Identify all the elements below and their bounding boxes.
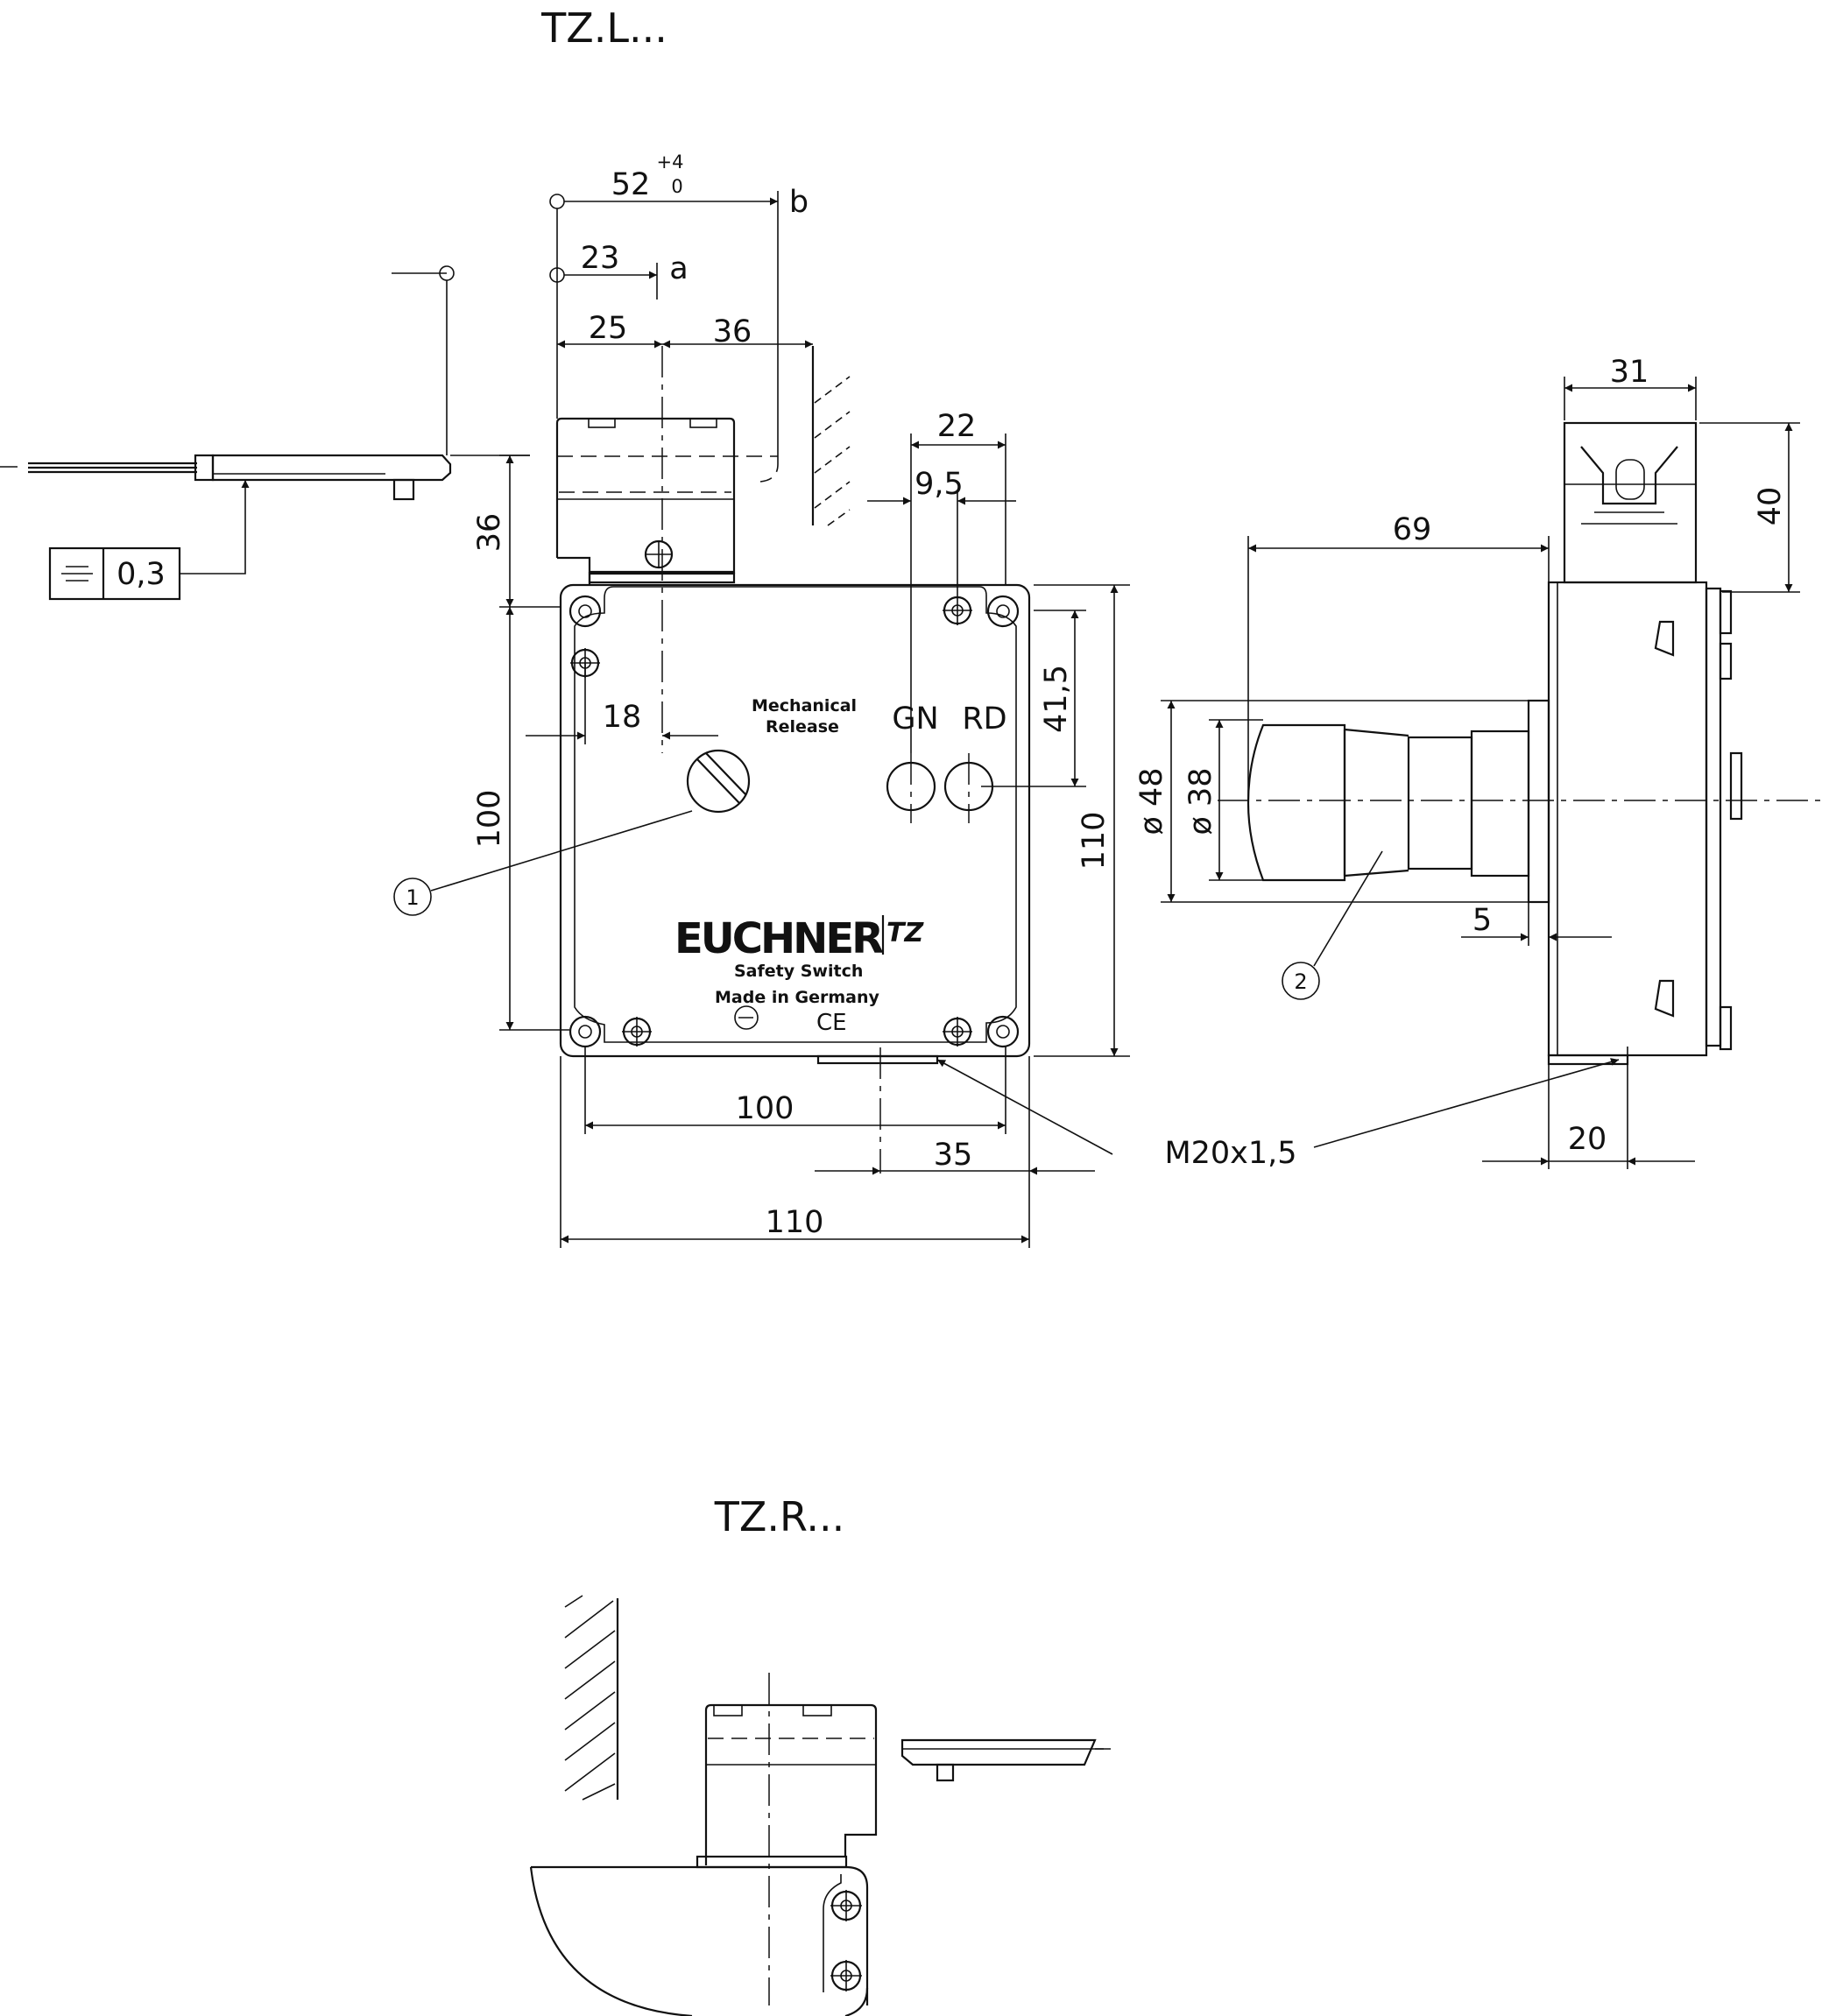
dim-9-5: 9,5 (915, 467, 964, 502)
dim-25: 25 (589, 311, 628, 346)
subtitle-label: Safety Switch (734, 962, 863, 981)
dim-41-5: 41,5 (1039, 665, 1074, 733)
release-label-line1: Mechanical (752, 696, 857, 715)
dim-100-vertical: 100 (472, 790, 507, 849)
callout-1: 1 (406, 885, 419, 910)
dim-110-horizontal: 110 (766, 1205, 824, 1240)
led-red-label: RD (962, 701, 1006, 737)
ref-a: a (669, 251, 688, 286)
safety-switch-side-view (1218, 421, 1822, 1066)
dim-23: 23 (581, 241, 620, 276)
tz-r-variant-view (529, 1595, 1111, 2016)
dim-35: 35 (934, 1138, 973, 1173)
callout-2: 2 (1294, 969, 1307, 994)
dim-dia-48: ø 48 (1134, 767, 1169, 835)
callout-2-marker (1282, 962, 1320, 1000)
safety-switch-front-view (555, 346, 1031, 1174)
dim-5: 5 (1472, 903, 1492, 938)
origin-label: Made in Germany (715, 988, 879, 1007)
title-bottom-variant: TZ.R... (714, 1493, 844, 1540)
dim-52-tol-lower: 0 (671, 176, 682, 197)
actuator-side-view: 0,3 (0, 265, 530, 601)
dim-110-vertical: 110 (1077, 812, 1112, 871)
ce-mark: CE (816, 1010, 847, 1036)
thread-label: M20x1,5 (1164, 1136, 1296, 1171)
dim-36-left: 36 (472, 513, 507, 553)
release-label-line2: Release (766, 717, 839, 737)
brand-logo: EUCHNER (674, 914, 883, 963)
dim-18: 18 (603, 700, 642, 735)
dimension-lines-front (499, 191, 1130, 1248)
dim-40: 40 (1753, 487, 1788, 526)
dim-20: 20 (1568, 1122, 1607, 1157)
led-green-label: GN (892, 701, 938, 737)
tolerance-value: 0,3 (117, 557, 166, 592)
dim-31: 31 (1610, 355, 1649, 390)
arrow-circle-icon (734, 1005, 759, 1030)
series-logo: TZ (886, 918, 924, 948)
ref-b: b (789, 185, 809, 220)
dim-52: 52 (611, 167, 651, 202)
dim-69: 69 (1393, 512, 1432, 547)
callout-1-marker (393, 878, 432, 916)
dim-36-top: 36 (713, 314, 752, 349)
dim-22: 22 (937, 409, 977, 444)
dim-dia-38: ø 38 (1183, 767, 1218, 835)
dimension-lines-side (1161, 377, 1800, 1169)
dim-52-tol-upper: +4 (657, 152, 684, 173)
title-top-variant: TZ.L... (540, 4, 667, 52)
dim-100-horizontal: 100 (736, 1091, 794, 1126)
